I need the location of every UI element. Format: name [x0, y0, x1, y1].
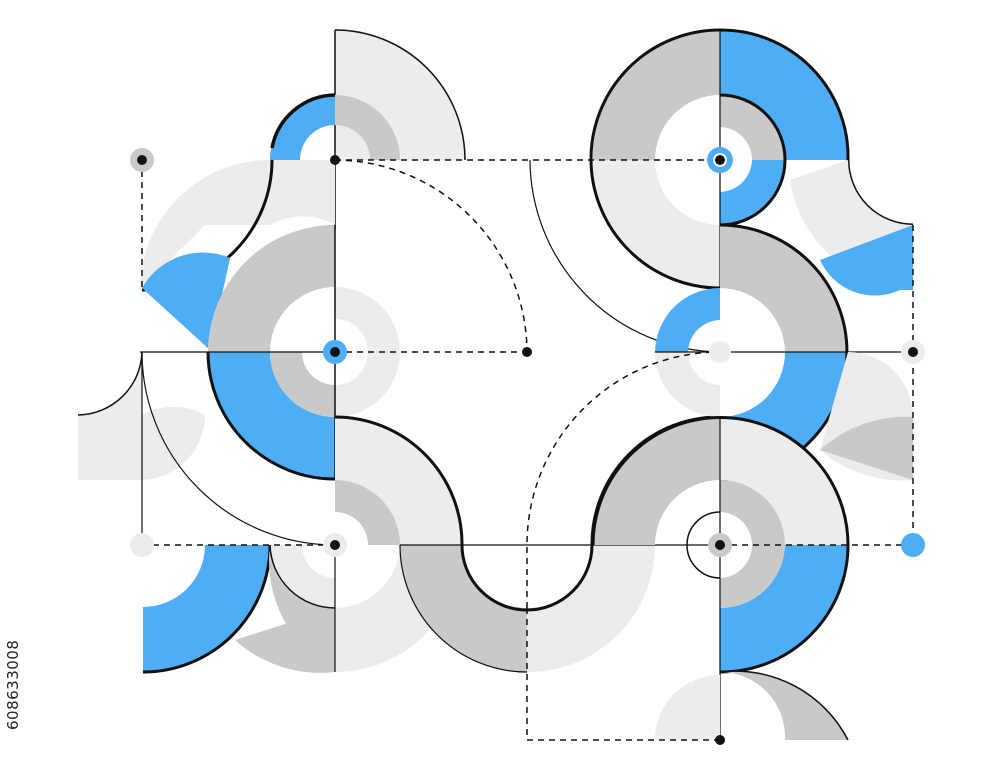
top-light-quarter	[335, 30, 465, 160]
right-blue-small	[655, 288, 720, 352]
inner-gray-ring	[270, 352, 335, 417]
right-gray-half	[720, 224, 848, 352]
top-right-gray-ring	[592, 29, 720, 160]
ring-blue-q	[270, 95, 335, 160]
bottom-left-blue-quarter	[143, 545, 270, 672]
top-light-quarter-outline	[334, 29, 466, 161]
bottom-gray-quarter	[720, 671, 848, 740]
ring-gray-q	[335, 95, 400, 160]
center-gray-band	[335, 417, 463, 545]
dashed-guides	[141, 159, 914, 741]
center-left-gray-ring	[208, 225, 335, 352]
center-left-blue-ring	[208, 352, 335, 479]
top-right-blue-ring	[720, 29, 849, 161]
left-light-band	[140, 160, 335, 290]
left-blue-wedge	[142, 252, 230, 350]
center-u-band	[400, 545, 527, 672]
bottom-right-gray-ring	[592, 416, 720, 545]
stock-id-label: 608633008	[4, 639, 22, 730]
node-dots	[130, 147, 925, 745]
